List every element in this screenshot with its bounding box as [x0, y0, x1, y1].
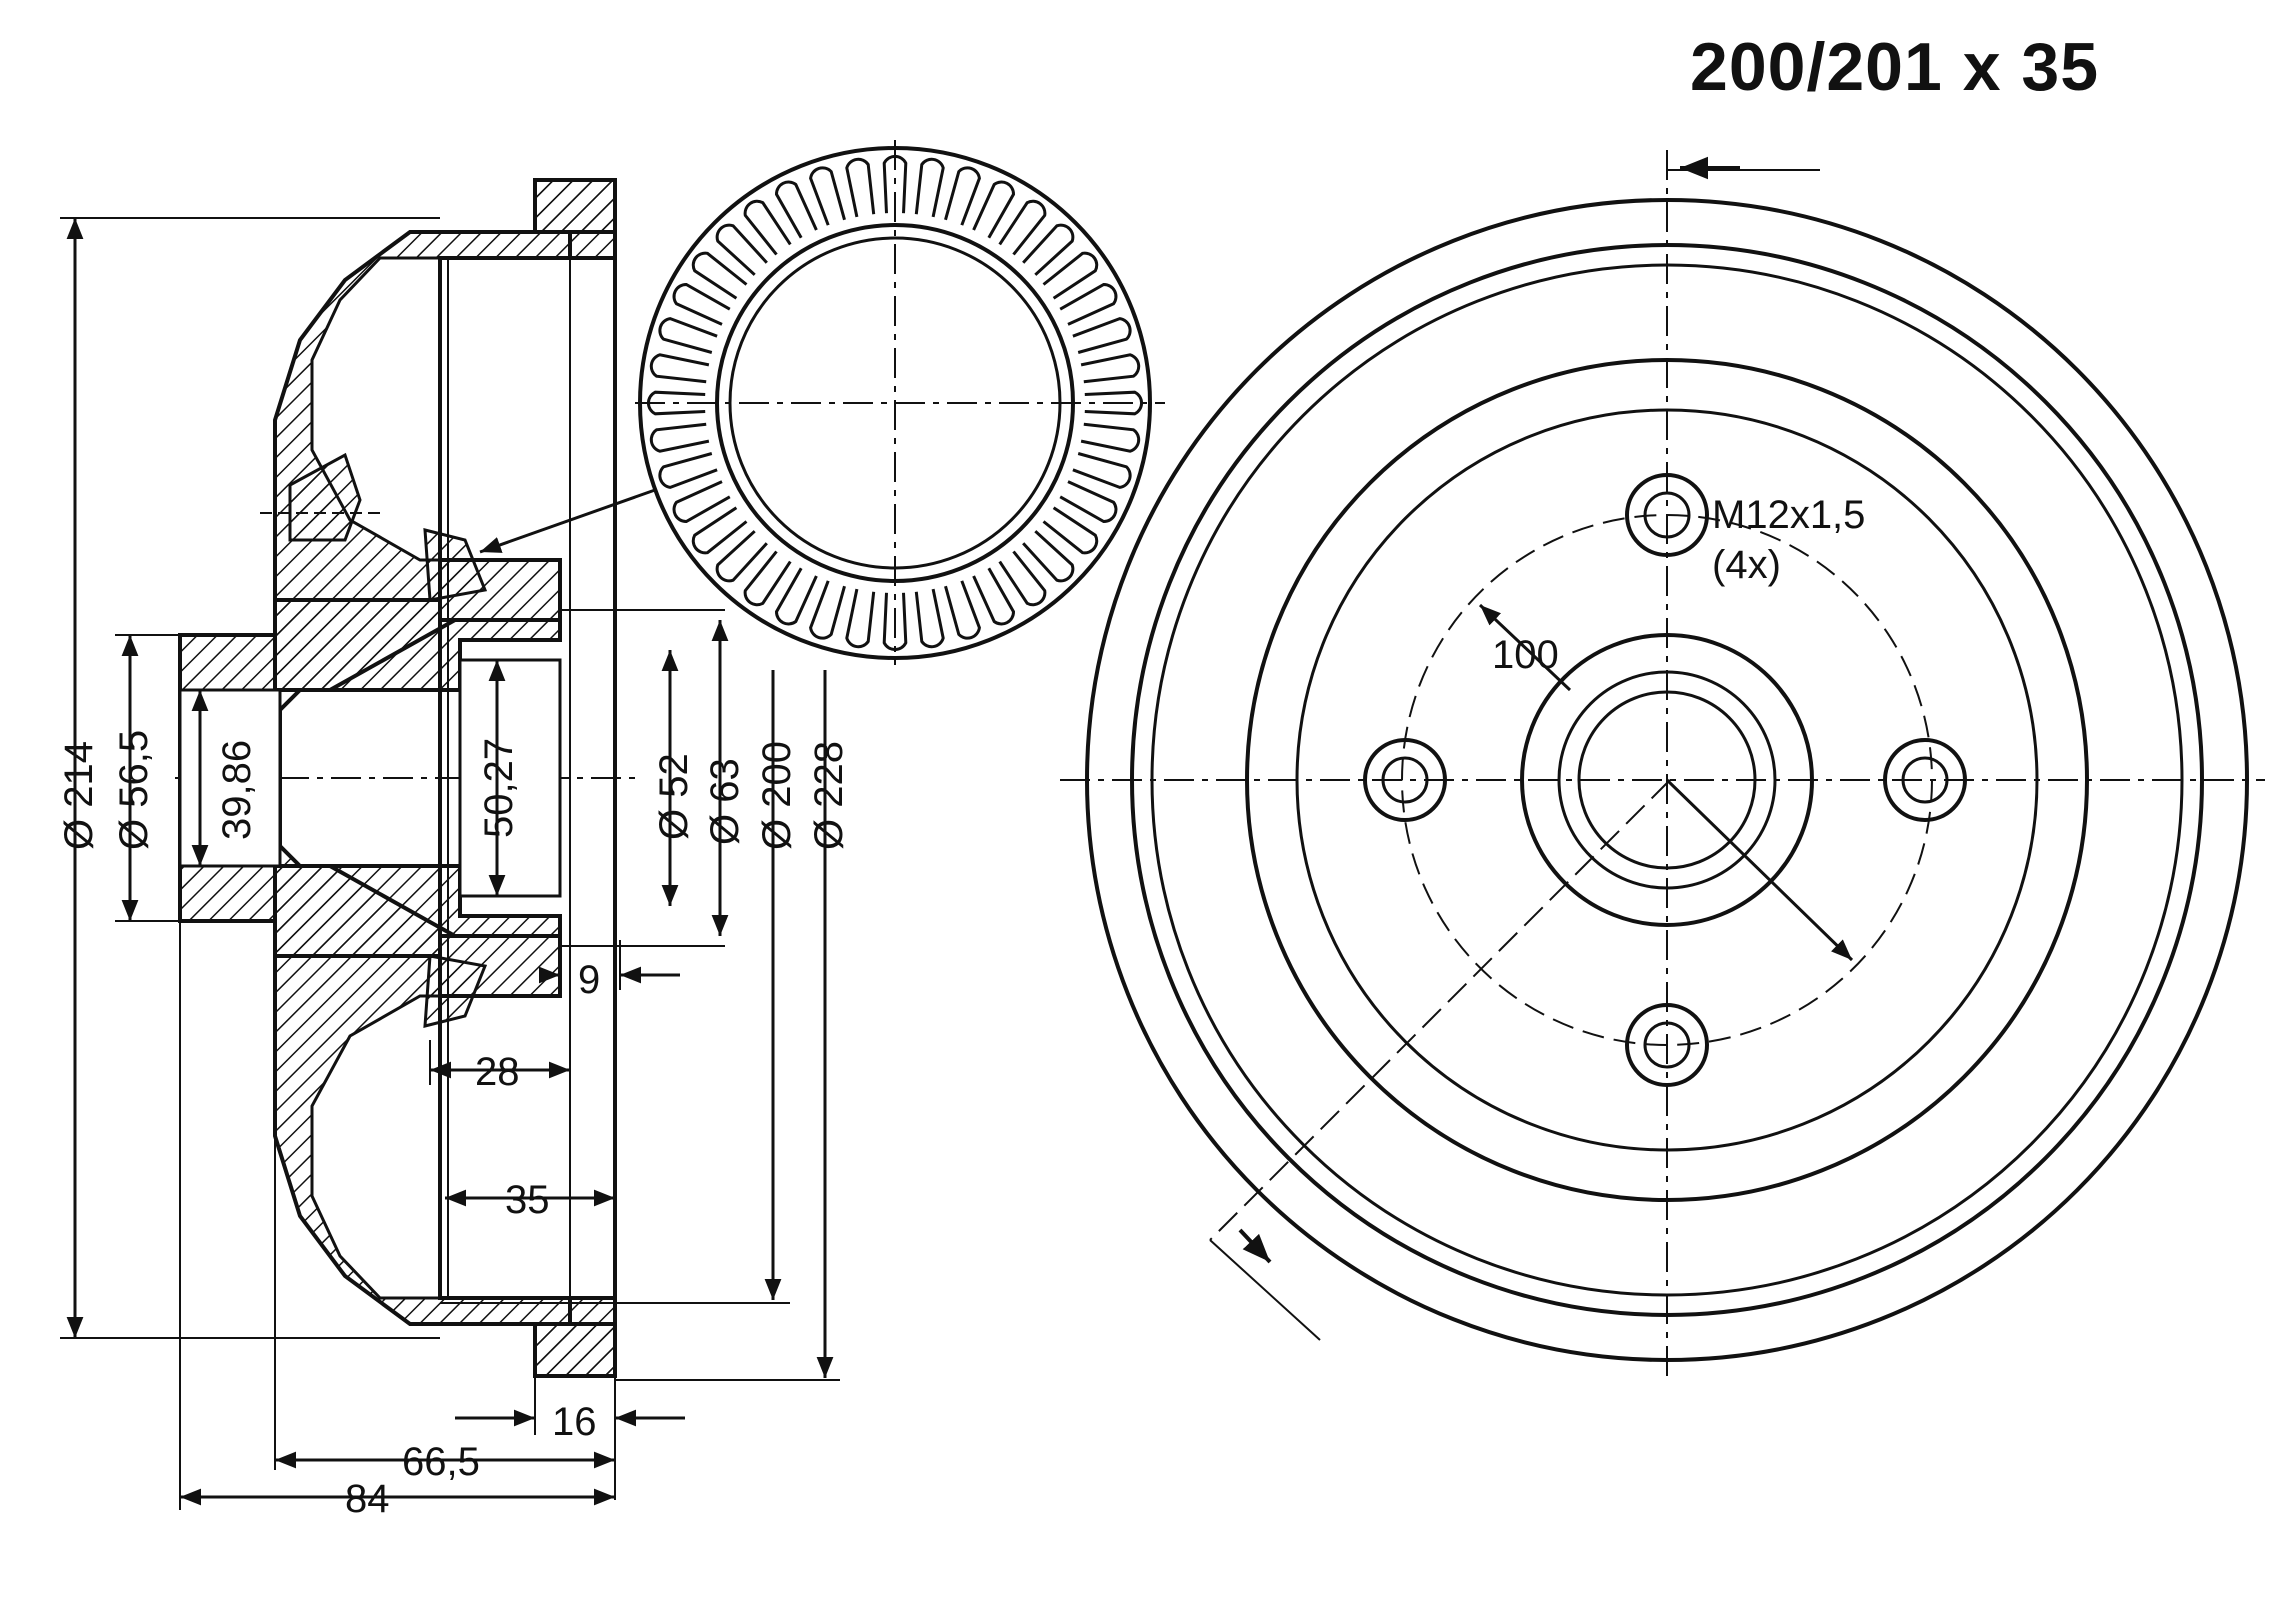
abs-tooth	[1042, 251, 1099, 300]
dimension-labels: Ø 214 Ø 56,5 39,86 50,27 Ø 52 Ø 63 Ø 200…	[57, 730, 851, 1521]
abs-tooth	[972, 567, 1016, 626]
abs-tooth	[658, 452, 718, 489]
abs-tooth	[1022, 223, 1075, 276]
abs-tooth	[809, 166, 846, 226]
label-d214: Ø 214	[57, 741, 101, 850]
pcd-label: 100	[1492, 633, 1559, 677]
label-d52: Ø 52	[652, 753, 696, 840]
label-35: 35	[505, 1178, 550, 1222]
abs-tooth	[944, 580, 981, 640]
thread-label: M12x1,5	[1712, 493, 1865, 537]
label-39-86: 39,86	[215, 740, 259, 840]
abs-tooth	[774, 567, 818, 626]
abs-tooth	[998, 550, 1047, 607]
abs-tooth	[1059, 282, 1118, 326]
label-d200: Ø 200	[755, 741, 799, 850]
abs-tooth	[1072, 317, 1132, 354]
abs-tooth	[743, 199, 792, 256]
abs-teeth	[646, 154, 1144, 652]
label-84: 84	[345, 1477, 390, 1521]
abs-tooth	[649, 422, 710, 453]
front-view: 100 M12x1,5 (4x)	[1060, 150, 2265, 1380]
label-50-27: 50,27	[477, 738, 521, 838]
abs-tooth	[672, 282, 731, 326]
label-28: 28	[475, 1050, 520, 1094]
label-9: 9	[578, 958, 600, 1002]
abs-tooth	[649, 353, 710, 384]
abs-tooth	[715, 223, 768, 276]
dimension-lines	[60, 217, 840, 1510]
abs-tooth	[944, 166, 981, 226]
abs-tooth	[715, 530, 768, 583]
abs-tooth	[1080, 422, 1141, 453]
abs-tooth	[672, 480, 731, 524]
abs-tooth	[1059, 480, 1118, 524]
abs-tooth	[914, 157, 945, 218]
abs-tooth	[972, 180, 1016, 239]
section-view	[175, 178, 640, 1378]
abs-tooth	[658, 317, 718, 354]
drum-size-title: 200/201 x 35	[1690, 29, 2100, 105]
label-16: 16	[552, 1400, 597, 1444]
abs-tooth	[1022, 530, 1075, 583]
abs-tooth	[845, 588, 876, 649]
abs-tooth	[845, 157, 876, 218]
label-d228: Ø 228	[807, 741, 851, 850]
abs-tooth	[691, 506, 748, 555]
label-d63: Ø 63	[703, 758, 747, 845]
abs-tooth	[809, 580, 846, 640]
abs-tooth	[1080, 353, 1141, 384]
abs-tooth	[998, 199, 1047, 256]
abs-tooth	[691, 251, 748, 300]
abs-tooth	[914, 588, 945, 649]
abs-ring-view	[479, 140, 1165, 665]
thread-count-label: (4x)	[1712, 543, 1781, 587]
label-66-5: 66,5	[402, 1440, 480, 1484]
abs-tooth	[1042, 506, 1099, 555]
abs-tooth	[743, 550, 792, 607]
abs-tooth	[1072, 452, 1132, 489]
abs-tooth	[774, 180, 818, 239]
label-d56-5: Ø 56,5	[112, 730, 156, 850]
